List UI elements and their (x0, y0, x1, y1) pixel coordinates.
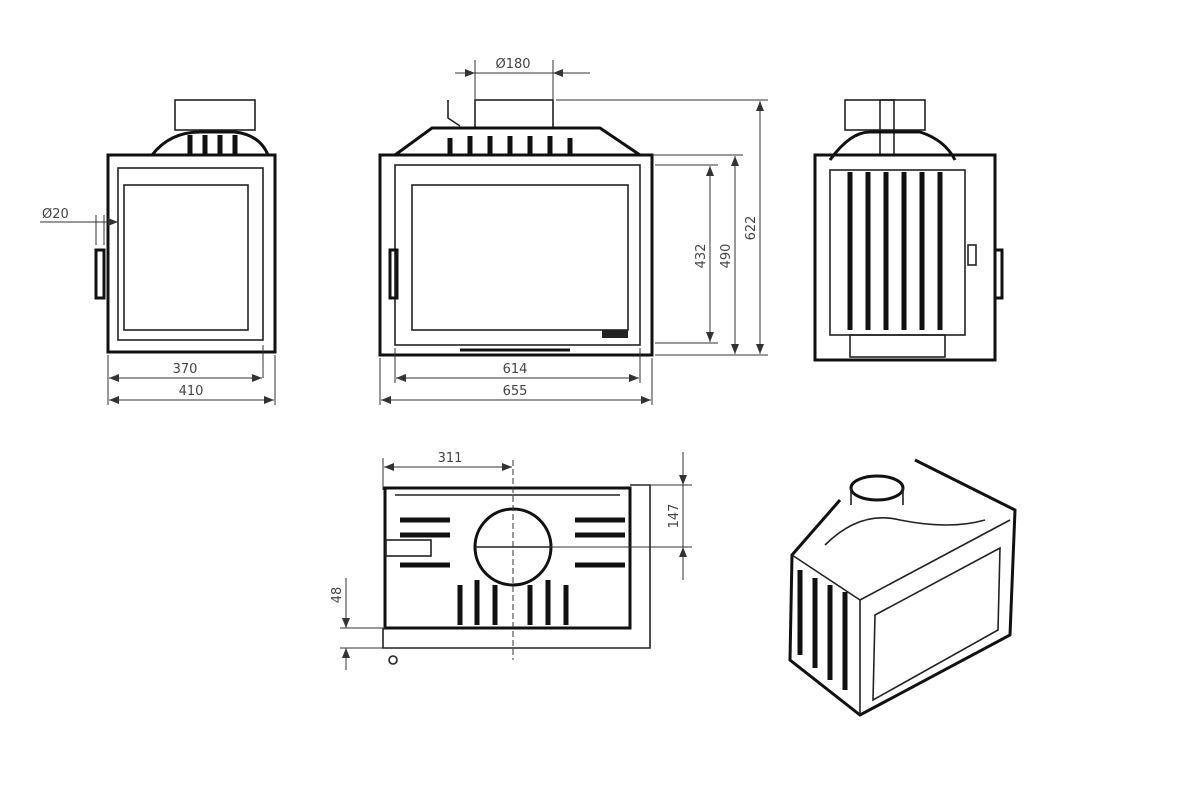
dim-body-height: 490 (719, 244, 734, 269)
dim-handle-diameter: Ø20 (42, 207, 69, 222)
dim-total-height: 622 (744, 216, 759, 241)
side-view-left: Ø20 370 410 (40, 99, 277, 405)
dim-front-inner-width: 614 (503, 362, 528, 377)
dim-flue-depth-offset: 147 (667, 504, 682, 529)
dim-side-inner-width: 370 (173, 362, 198, 377)
dim-glass-height: 432 (694, 244, 709, 269)
dim-front-outer-width: 655 (503, 384, 528, 399)
isometric-view (788, 458, 1017, 717)
front-view: Ø180 614 655 432 490 622 (378, 57, 768, 405)
dim-bottom-offset: 48 (330, 587, 345, 604)
top-plan-view: 311 147 48 (330, 451, 692, 670)
dim-flue-diameter: Ø180 (495, 57, 530, 72)
dim-flue-offset: 311 (438, 451, 463, 466)
dim-side-outer-width: 410 (179, 384, 204, 399)
door-handle-icon (94, 248, 106, 300)
side-view-right (813, 99, 1004, 362)
